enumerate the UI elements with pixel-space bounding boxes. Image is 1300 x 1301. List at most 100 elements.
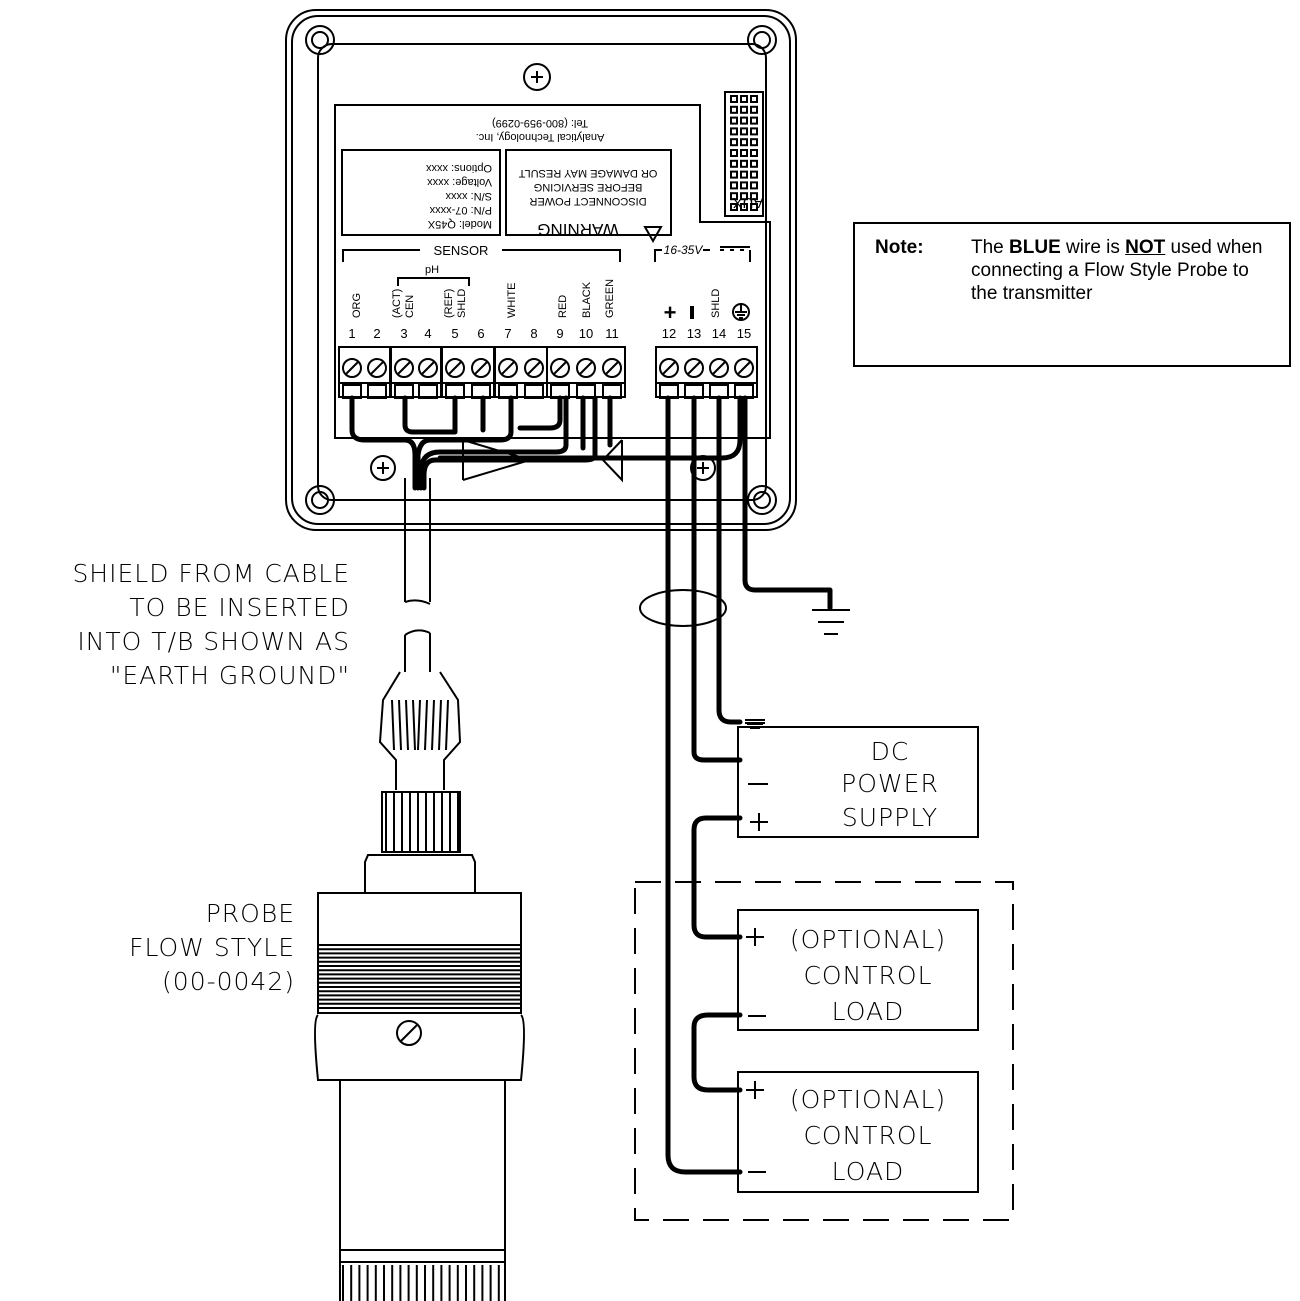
warning-box	[505, 149, 672, 236]
terminal-screw-icon	[524, 358, 544, 378]
minus-terminal-label	[690, 306, 694, 319]
svg-text:P/N: 07-xxxx: P/N: 07-xxxx	[429, 204, 492, 216]
svg-text:S/N: xxxx: S/N: xxxx	[445, 190, 492, 202]
terminal-screw-icon	[445, 358, 465, 378]
ph-label: pH	[425, 264, 439, 276]
svg-text:Model: Q45X: Model: Q45X	[427, 218, 492, 230]
terminal-number: 9	[556, 326, 563, 341]
terminal-number: 2	[373, 326, 380, 341]
company-phone: Tel: (800-959-0299)	[492, 117, 588, 129]
probe-screw-icon	[396, 1020, 422, 1046]
svg-text:DISCONNECT POWER: DISCONNECT POWER	[529, 195, 646, 207]
ground-sign-icon	[745, 719, 765, 729]
probe-cable	[404, 478, 431, 672]
terminal-number: 14	[712, 326, 726, 341]
warning-label: WARNING DISCONNECT POWER BEFORE SERVICIN…	[518, 167, 663, 244]
plus-sign-icon	[746, 1081, 764, 1099]
terminal-number: 11	[605, 326, 619, 341]
shield-note: SHIELD FROM CABLE TO BE INSERTED INTO T/…	[72, 559, 350, 690]
terminal-screw-icon	[367, 358, 387, 378]
probe-label-line-3: (00-0042)	[162, 967, 295, 996]
terminal-number: 4	[424, 326, 431, 341]
svg-text:WARNING: WARNING	[537, 220, 619, 239]
terminal-number: 1	[348, 326, 355, 341]
aux-label: AUX	[733, 194, 764, 211]
corner-screw-icon	[747, 485, 777, 515]
svg-text:BEFORE SERVICING: BEFORE SERVICING	[534, 181, 643, 193]
probe-label-line-2: FLOW STYLE	[129, 933, 295, 962]
mount-screw-icon	[370, 455, 396, 481]
terminal-number: 13	[687, 326, 701, 341]
terminal-screw-icon	[734, 358, 754, 378]
terminal-number: 12	[662, 326, 676, 341]
sensor-label: SENSOR	[434, 243, 489, 258]
cen-label: CEN	[404, 295, 416, 318]
terminal-screw-icon	[498, 358, 518, 378]
power-supply-line-2: POWER	[841, 769, 939, 798]
svg-text:Options: xxxx: Options: xxxx	[425, 162, 492, 174]
terminal-screw-icon	[602, 358, 622, 378]
shld-label: SHLD	[456, 289, 468, 318]
optional-loads-group	[634, 881, 1014, 1221]
note-blue: BLUE	[1009, 237, 1061, 258]
company-name: Analytical Technology, Inc.	[476, 131, 605, 143]
terminal-number: 10	[579, 326, 593, 341]
terminal-screw-icon	[418, 358, 438, 378]
terminal-blocks	[338, 346, 758, 399]
plus-sign-icon	[750, 813, 768, 831]
terminal-screw-icon	[471, 358, 491, 378]
cable-shield-ring	[639, 589, 727, 627]
ground-symbol-icon	[812, 609, 850, 635]
note-mid: wire is	[1060, 237, 1126, 258]
terminal-screw-icon	[659, 358, 679, 378]
probe-label-line-1: PROBE	[206, 899, 295, 928]
corner-screw-icon	[305, 25, 335, 55]
shield-note-line-2: TO BE INSERTED	[129, 593, 350, 622]
power-supply-line-1: DC	[871, 737, 910, 766]
terminal-screw-icon	[684, 358, 704, 378]
voltage-range-label: 16-35V	[664, 243, 704, 257]
optional-control-load-2: (OPTIONAL) CONTROL LOAD	[737, 1071, 979, 1193]
white-label: WHITE	[506, 283, 518, 318]
note-pre: The	[971, 237, 1010, 258]
terminal-number: 5	[451, 326, 458, 341]
earth-ground-icon	[732, 303, 750, 321]
corner-screw-icon	[747, 25, 777, 55]
note-box: Note: The BLUE wire is NOT used when con…	[853, 222, 1291, 367]
note-not: NOT	[1125, 237, 1166, 258]
terminal-number: 6	[477, 326, 484, 341]
note-text: The BLUE wire is NOT used when connectin…	[971, 236, 1271, 305]
terminal-number: 3	[400, 326, 407, 341]
note-label: Note	[875, 237, 918, 258]
black-label: BLACK	[581, 281, 593, 318]
optional-control-load-1: (OPTIONAL) CONTROL LOAD	[737, 909, 979, 1031]
sensor-wiring	[349, 395, 743, 491]
shield-note-line-4: "EARTH GROUND"	[110, 661, 350, 690]
flow-style-probe	[314, 671, 525, 1301]
shld-right-label: SHLD	[710, 289, 722, 318]
corner-screw-icon	[305, 485, 335, 515]
terminal-screw-icon	[709, 358, 729, 378]
shield-note-line-1: SHIELD FROM CABLE	[72, 559, 350, 588]
note-post: used when connecting a Flow Style Probe …	[971, 237, 1263, 304]
plus-sign-icon	[746, 928, 764, 946]
probe-label: PROBE FLOW STYLE (00-0042)	[129, 899, 295, 996]
act-label: (ACT)	[391, 289, 403, 318]
load-1-line-1: (OPTIONAL)	[790, 925, 946, 954]
terminal-screw-icon	[576, 358, 596, 378]
model-info-box	[341, 149, 501, 236]
mount-screw-icon	[523, 63, 551, 91]
terminal-screw-icon	[550, 358, 570, 378]
ribbon-connector	[724, 91, 764, 217]
power-wiring	[639, 395, 850, 1175]
terminal-number: 15	[737, 326, 751, 341]
red-label: RED	[557, 295, 569, 318]
terminal-screw-icon	[394, 358, 414, 378]
power-supply-line-3: SUPPLY	[842, 803, 938, 832]
ref-label: (REF)	[443, 289, 455, 318]
green-label: GREEN	[604, 279, 616, 318]
mount-screw-icon	[690, 455, 716, 481]
terminal-screw-icon	[342, 358, 362, 378]
warning-icon	[643, 226, 663, 244]
